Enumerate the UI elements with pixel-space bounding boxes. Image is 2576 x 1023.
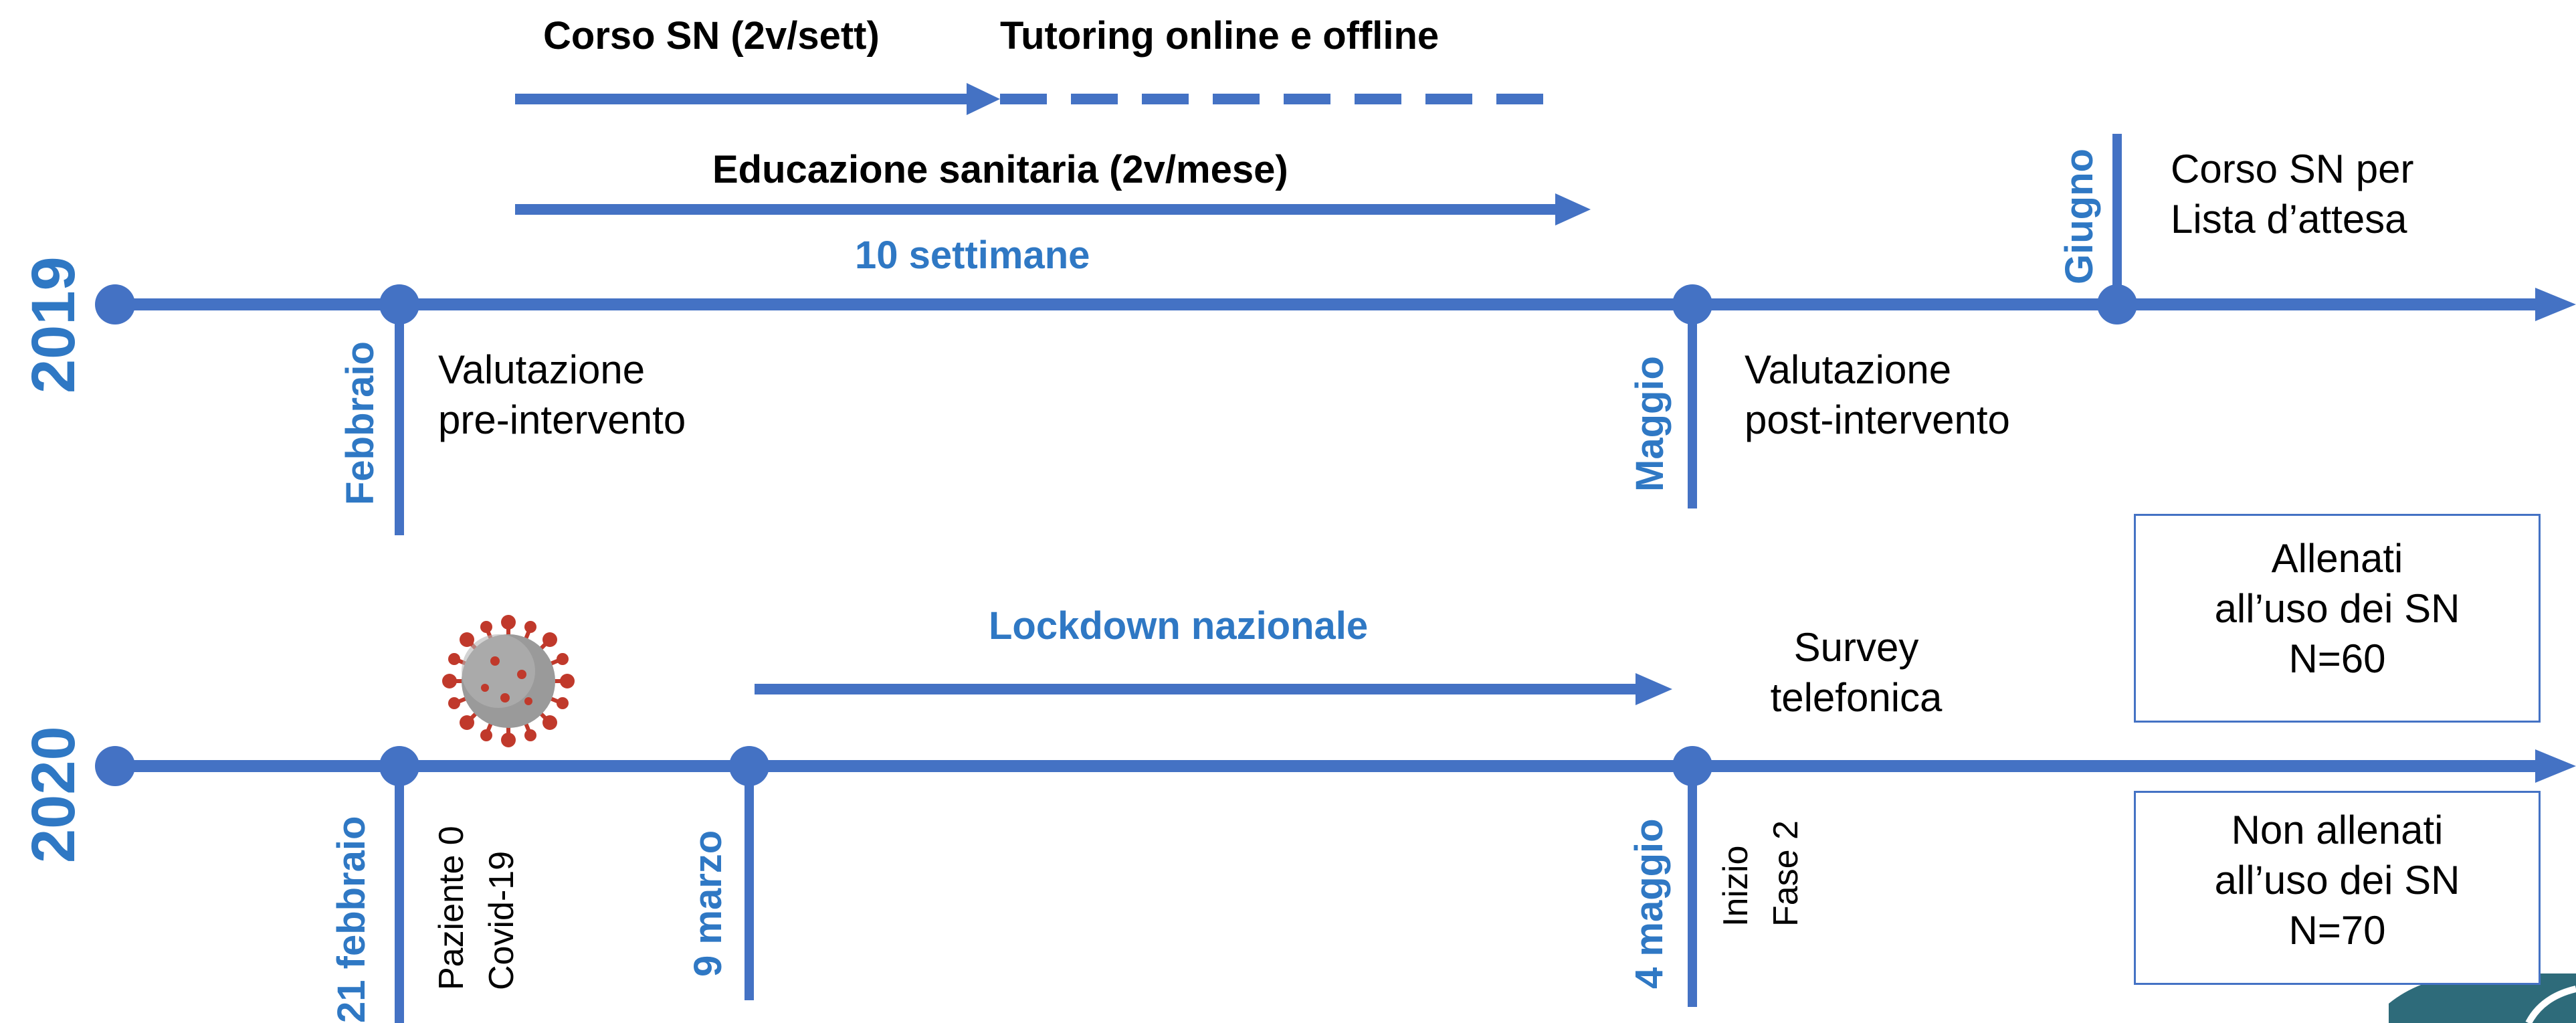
note-febbraio-line-1: Valutazione [438,347,646,392]
education-label: Educazione sanitaria (2v/mese) [712,148,1288,191]
trained-line-2: all’uso dei SN [2214,586,2460,631]
note-mag4-line-2: Fase 2 [1767,820,1805,927]
untrained-line-2: all’uso dei SN [2214,858,2460,903]
axis-2019-start-dot [95,284,135,324]
untrained-line-3: N=70 [2288,908,2386,953]
dot-9-marzo [729,746,769,786]
lockdown-arrowhead [1636,673,1672,705]
lockdown-label: Lockdown nazionale [989,604,1369,648]
course-label: Corso SN (2v/sett) [543,14,880,58]
note-giugno-line-2: Lista d’attesa [2171,197,2407,242]
survey-note-line-2: telefonica [1770,675,1943,720]
course-arrowhead [967,83,1000,115]
duration-label: 10 settimane [855,234,1090,277]
untrained-line-1: Non allenati [2231,808,2444,852]
year-2019-label: 2019 [19,256,88,393]
axis-2020-arrowhead [2535,749,2576,783]
survey-note-line-1: Survey [1793,625,1919,670]
label-giugno: Giugno [2058,149,2101,284]
label-febbraio: Febbraio [338,341,382,505]
note-maggio-line-2: post-intervento [1745,397,2010,442]
label-4-maggio: 4 maggio [1627,818,1671,989]
dot-4-maggio [1672,746,1712,786]
note-feb21-line-1: Paziente 0 [432,826,471,990]
survey-note: Survey telefonica [1722,622,1990,723]
note-giugno: Corso SN per Lista d’attesa [2171,144,2413,244]
untrained-group-box: Non allenati all’uso dei SN N=70 [2134,791,2541,985]
tutoring-label: Tutoring online e offline [1000,14,1440,58]
coronavirus-icon [442,615,575,747]
trained-group-box: Allenati all’uso dei SN N=60 [2134,514,2541,723]
dot-giugno [2097,284,2137,324]
note-maggio-line-1: Valutazione [1745,347,1952,392]
dot-maggio [1672,284,1712,324]
note-febbraio-line-2: pre-intervento [438,397,686,442]
note-maggio: Valutazione post-intervento [1745,345,2010,445]
label-21-febbraio: 21 febbraio [330,816,373,1023]
dot-febbraio [379,284,419,324]
note-giugno-line-1: Corso SN per [2171,147,2414,191]
label-9-marzo: 9 marzo [686,830,730,977]
axis-2019-arrowhead [2535,288,2576,321]
note-mag4-line-1: Inizio [1716,845,1755,927]
corner-decoration [2389,973,2576,1023]
corner-decoration-swirl [2525,986,2576,1023]
year-2020-label: 2020 [19,726,88,863]
dot-21-febbraio [379,746,419,786]
trained-line-1: Allenati [2271,536,2403,581]
axis-2020-start-dot [95,746,135,786]
education-arrowhead [1555,193,1591,225]
note-febbraio: Valutazione pre-intervento [438,345,686,445]
note-feb21-line-2: Covid-19 [482,850,521,990]
trained-line-3: N=60 [2288,636,2386,681]
label-maggio: Maggio [1628,356,1672,492]
